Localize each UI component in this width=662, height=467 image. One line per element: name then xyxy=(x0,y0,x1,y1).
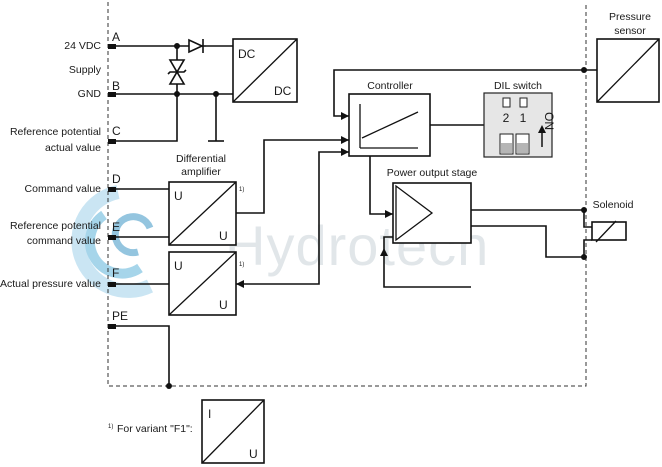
terminal-labels: 24 VDC Supply GND Reference potential ac… xyxy=(0,40,102,290)
dil-switch-1-toggle xyxy=(517,143,528,153)
terminal-a-pin xyxy=(108,44,116,49)
diff-amp-title-line2: amplifier xyxy=(181,166,221,178)
terminal-f-pin xyxy=(108,282,116,287)
arrow-to-amp2 xyxy=(236,280,244,288)
dil-switch-title: DIL switch xyxy=(494,80,542,92)
controller-title: Controller xyxy=(367,80,413,92)
supply-label: Supply xyxy=(69,64,102,76)
arrow-to-controller-top xyxy=(341,112,349,120)
footnote-block-top-label: I xyxy=(208,407,211,421)
power-stage-title: Power output stage xyxy=(387,167,478,179)
terminal-e-pin xyxy=(108,235,116,240)
arrow-to-controller-mid xyxy=(341,136,349,144)
amp2-footnote-mark: 1) xyxy=(239,262,244,268)
dil-switch-arrow xyxy=(538,125,546,133)
actual-value-amplifier: U U 1) xyxy=(168,251,244,316)
solenoid: Solenoid xyxy=(591,199,634,243)
dil-switch-position-1: 1 xyxy=(520,111,527,125)
terminal-b-pin xyxy=(108,92,116,97)
footnote-block-bottom-label: U xyxy=(249,447,258,461)
terminal-d-label: Command value xyxy=(25,183,102,195)
dil-switch-position-2: 2 xyxy=(503,111,510,125)
footnote-mark: 1) xyxy=(108,424,113,430)
dil-switch: DIL switch 2 1 ON xyxy=(483,80,556,158)
watermark-swirl-logo xyxy=(71,185,154,298)
terminal-d-pin xyxy=(108,187,116,192)
arrow-to-power-stage xyxy=(385,210,393,218)
dcdc-block: DC DC xyxy=(232,38,298,103)
terminal-f-label: Actual pressure value xyxy=(0,278,101,290)
diff-amp-footnote-mark: 1) xyxy=(239,187,244,193)
terminal-b-label: GND xyxy=(78,88,102,100)
terminal-c-letter: C xyxy=(112,124,121,138)
solenoid-title: Solenoid xyxy=(593,199,634,211)
arrows xyxy=(236,112,393,288)
terminal-e-letter: E xyxy=(112,220,120,234)
arrow-to-controller-low xyxy=(341,148,349,156)
terminal-a-label: 24 VDC xyxy=(64,40,101,52)
footnote: 1) For variant "F1": I U xyxy=(108,399,265,464)
footnote-text: For variant "F1": xyxy=(117,423,193,435)
controller-block: Controller xyxy=(348,80,431,157)
dil-switch-2-toggle xyxy=(501,143,512,153)
suppression-diode xyxy=(167,59,187,85)
terminal-pe-letter: PE xyxy=(112,309,128,323)
enclosure-border xyxy=(107,2,587,387)
differential-amplifier: Differential amplifier U U 1) xyxy=(168,153,244,246)
terminal-b-letter: B xyxy=(112,79,120,93)
terminal-a-letter: A xyxy=(112,30,120,44)
diff-amp-title-line1: Differential xyxy=(176,153,226,165)
terminal-e-label-line1: Reference potential xyxy=(10,220,101,232)
terminal-letters: A B C D E F PE xyxy=(112,30,128,323)
dcdc-bottom-label: DC xyxy=(274,84,292,98)
amp2-bottom-label: U xyxy=(219,298,228,312)
pressure-sensor-title-line2: sensor xyxy=(614,25,646,37)
power-output-stage: Power output stage xyxy=(387,167,478,244)
dil-switch-on-label: ON xyxy=(542,112,556,130)
terminal-c-label-line2: actual value xyxy=(45,142,101,154)
terminal-c-pin xyxy=(108,139,116,144)
terminal-c-label-line1: Reference potential xyxy=(10,126,101,138)
polarity-diode xyxy=(188,38,206,54)
diff-amp-top-label: U xyxy=(174,189,183,203)
terminal-e-label-line2: command value xyxy=(27,235,101,247)
terminal-f-letter: F xyxy=(112,266,119,280)
pressure-sensor-title-line1: Pressure xyxy=(609,11,651,23)
terminal-pe-pin xyxy=(108,324,116,329)
pressure-sensor: Pressure sensor xyxy=(596,11,660,103)
arrow-feedback-up xyxy=(380,248,388,256)
amp2-top-label: U xyxy=(174,259,183,273)
dcdc-top-label: DC xyxy=(238,47,256,61)
diff-amp-bottom-label: U xyxy=(219,229,228,243)
junctions xyxy=(166,43,587,389)
terminal-d-letter: D xyxy=(112,172,121,186)
terminal-pins xyxy=(108,44,116,329)
